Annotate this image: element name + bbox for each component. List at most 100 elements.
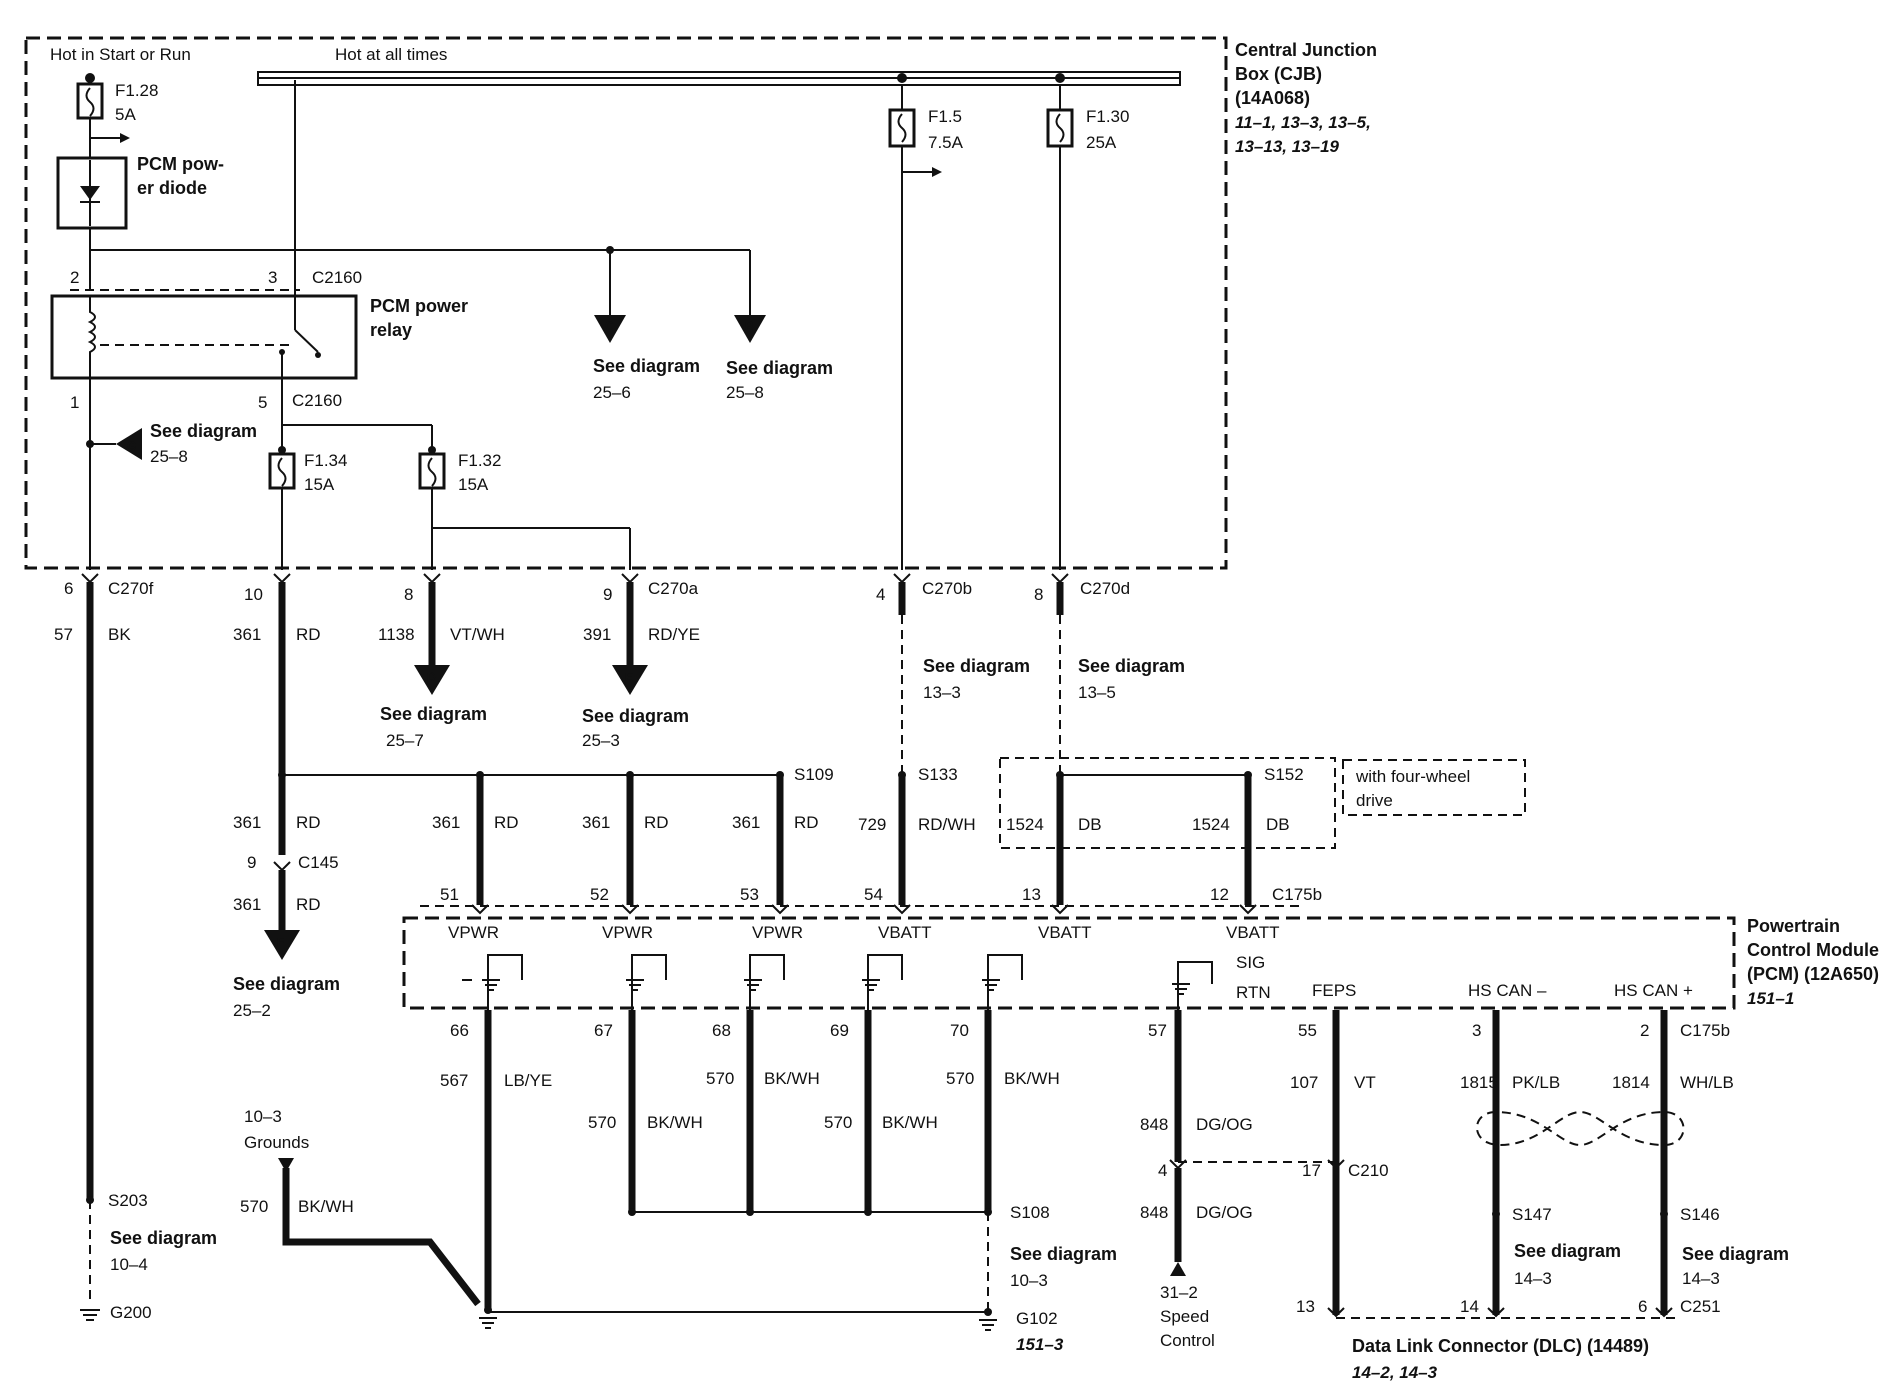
pcm-boundary bbox=[402, 916, 1736, 1010]
four-wheel-drive-note bbox=[1342, 759, 1526, 816]
color-rdwh: RD/WH bbox=[918, 815, 976, 834]
fuse-f1-34 bbox=[268, 452, 296, 490]
relay-pin-5: 5 bbox=[258, 393, 267, 412]
pcm-vpwr-2: VPWR bbox=[602, 923, 653, 942]
fuse-f1-30-id: F1.30 bbox=[1086, 107, 1129, 126]
ref-g-arrow bbox=[116, 428, 142, 460]
s146-see: See diagram bbox=[1682, 1244, 1789, 1264]
color-dgog-b: DG/OG bbox=[1196, 1203, 1253, 1222]
ref-f-letter: F bbox=[277, 935, 284, 949]
grounds-arrow bbox=[278, 1158, 294, 1172]
ref-g-letter: G bbox=[127, 439, 136, 453]
speed-ref: 31–2 bbox=[1160, 1283, 1198, 1302]
pin-17-c210: 17 bbox=[1302, 1161, 1321, 1180]
pcm-vbatt-3: VBATT bbox=[1226, 923, 1280, 942]
splice-s203: S203 bbox=[108, 1191, 148, 1210]
connector-c270b: C270b bbox=[922, 579, 972, 598]
pin-68: 68 bbox=[712, 1021, 731, 1040]
ref-c-arrow bbox=[594, 315, 626, 343]
pin-70: 70 bbox=[950, 1021, 969, 1040]
relay-label-2: relay bbox=[370, 320, 412, 340]
ref-e-page: 25–3 bbox=[582, 731, 620, 750]
circuit-570b: 570 bbox=[706, 1069, 734, 1088]
s108-page: 10–3 bbox=[1010, 1271, 1048, 1290]
ref-d-see: See diagram bbox=[380, 704, 487, 724]
fuse-f1-34-rating: 15A bbox=[304, 475, 335, 494]
color-bkwh-c: BK/WH bbox=[882, 1113, 938, 1132]
ref-d-letter: D bbox=[427, 670, 436, 684]
s147-page: 14–3 bbox=[1514, 1269, 1552, 1288]
pcm-power-diode bbox=[56, 156, 128, 230]
circuit-1524a: 1524 bbox=[1006, 815, 1044, 834]
color-pklb: PK/LB bbox=[1512, 1073, 1560, 1092]
pin-8b: 8 bbox=[1034, 585, 1043, 604]
circuit-361a: 361 bbox=[233, 625, 261, 644]
grounds-label: Grounds bbox=[244, 1133, 309, 1152]
pin-12: 12 bbox=[1210, 885, 1229, 904]
fuse-f1-5-rating: 7.5A bbox=[928, 133, 964, 152]
pin-57: 57 bbox=[1148, 1021, 1167, 1040]
pin-2-can: 2 bbox=[1640, 1021, 1649, 1040]
pcm-hscan-minus: HS CAN – bbox=[1468, 981, 1547, 1000]
pcm-feps: FEPS bbox=[1312, 981, 1356, 1000]
ref-c-letter: C bbox=[605, 319, 614, 333]
splice-s147: S147 bbox=[1512, 1205, 1552, 1224]
relay-label-1: PCM power bbox=[370, 296, 468, 316]
circuit-107: 107 bbox=[1290, 1073, 1318, 1092]
ref-f-page: 25–2 bbox=[233, 1001, 271, 1020]
pcm-vpwr-1: VPWR bbox=[448, 923, 499, 942]
ref-e-letter: E bbox=[625, 670, 633, 684]
ref-c-page: 25–6 bbox=[593, 383, 631, 402]
splice-s133: S133 bbox=[918, 765, 958, 784]
pin-67: 67 bbox=[594, 1021, 613, 1040]
circuit-570a: 570 bbox=[588, 1113, 616, 1132]
dlc-title: Data Link Connector (DLC) (14489) bbox=[1352, 1336, 1649, 1356]
s146-page: 14–3 bbox=[1682, 1269, 1720, 1288]
diode-label-1: PCM pow- bbox=[137, 154, 224, 174]
circuit-57: 57 bbox=[54, 625, 73, 644]
connector-c210: C210 bbox=[1348, 1161, 1389, 1180]
pin-55: 55 bbox=[1298, 1021, 1317, 1040]
pcm-power-relay bbox=[50, 294, 358, 380]
pin-66: 66 bbox=[450, 1021, 469, 1040]
ref-d-arrow bbox=[414, 665, 450, 695]
fuse-f1-5-id: F1.5 bbox=[928, 107, 962, 126]
pin-4: 4 bbox=[876, 585, 885, 604]
pin-4-c210: 4 bbox=[1158, 1161, 1167, 1180]
four-wheel-drive-box bbox=[999, 757, 1336, 849]
pcm-ref: 151–1 bbox=[1747, 989, 1794, 1008]
speed-line-2: Control bbox=[1160, 1331, 1215, 1350]
pcm-rtn: RTN bbox=[1236, 983, 1271, 1002]
pcm-sig: SIG bbox=[1236, 953, 1265, 972]
pin-3-can: 3 bbox=[1472, 1021, 1481, 1040]
s108-see: See diagram bbox=[1010, 1244, 1117, 1264]
fuse-f1-28-rating: 5A bbox=[115, 105, 136, 124]
color-dgog-a: DG/OG bbox=[1196, 1115, 1253, 1134]
relay-pin-3: 3 bbox=[268, 268, 277, 287]
cjb-title-1: Central Junction bbox=[1235, 40, 1377, 60]
hot-start-run-label: Hot in Start or Run bbox=[50, 45, 191, 64]
pin-51: 51 bbox=[440, 885, 459, 904]
circuit-361b: 361 bbox=[233, 813, 261, 832]
s13-3-see: See diagram bbox=[923, 656, 1030, 676]
connector-c270f: C270f bbox=[108, 579, 154, 598]
ground-g102: G102 bbox=[1016, 1309, 1058, 1328]
color-rd-d: RD bbox=[494, 813, 519, 832]
color-lbye: LB/YE bbox=[504, 1071, 552, 1090]
pcm-hscan-plus: HS CAN + bbox=[1614, 981, 1693, 1000]
pin-53: 53 bbox=[740, 885, 759, 904]
circuit-570c: 570 bbox=[824, 1113, 852, 1132]
circuit-361f: 361 bbox=[732, 813, 760, 832]
fuse-f1-32 bbox=[418, 452, 446, 490]
connector-c270d: C270d bbox=[1080, 579, 1130, 598]
circuit-391: 391 bbox=[583, 625, 611, 644]
color-db-a: DB bbox=[1078, 815, 1102, 834]
cjb-refs-1: 11–1, 13–3, 13–5, bbox=[1235, 113, 1371, 132]
circuit-570g: 570 bbox=[240, 1197, 268, 1216]
pin-14-dlc: 14 bbox=[1460, 1297, 1479, 1316]
circuit-1138: 1138 bbox=[378, 625, 415, 644]
g200-ground-icon bbox=[80, 1309, 100, 1321]
relay-pin-2: 2 bbox=[70, 268, 79, 287]
splice-s152: S152 bbox=[1264, 765, 1304, 784]
